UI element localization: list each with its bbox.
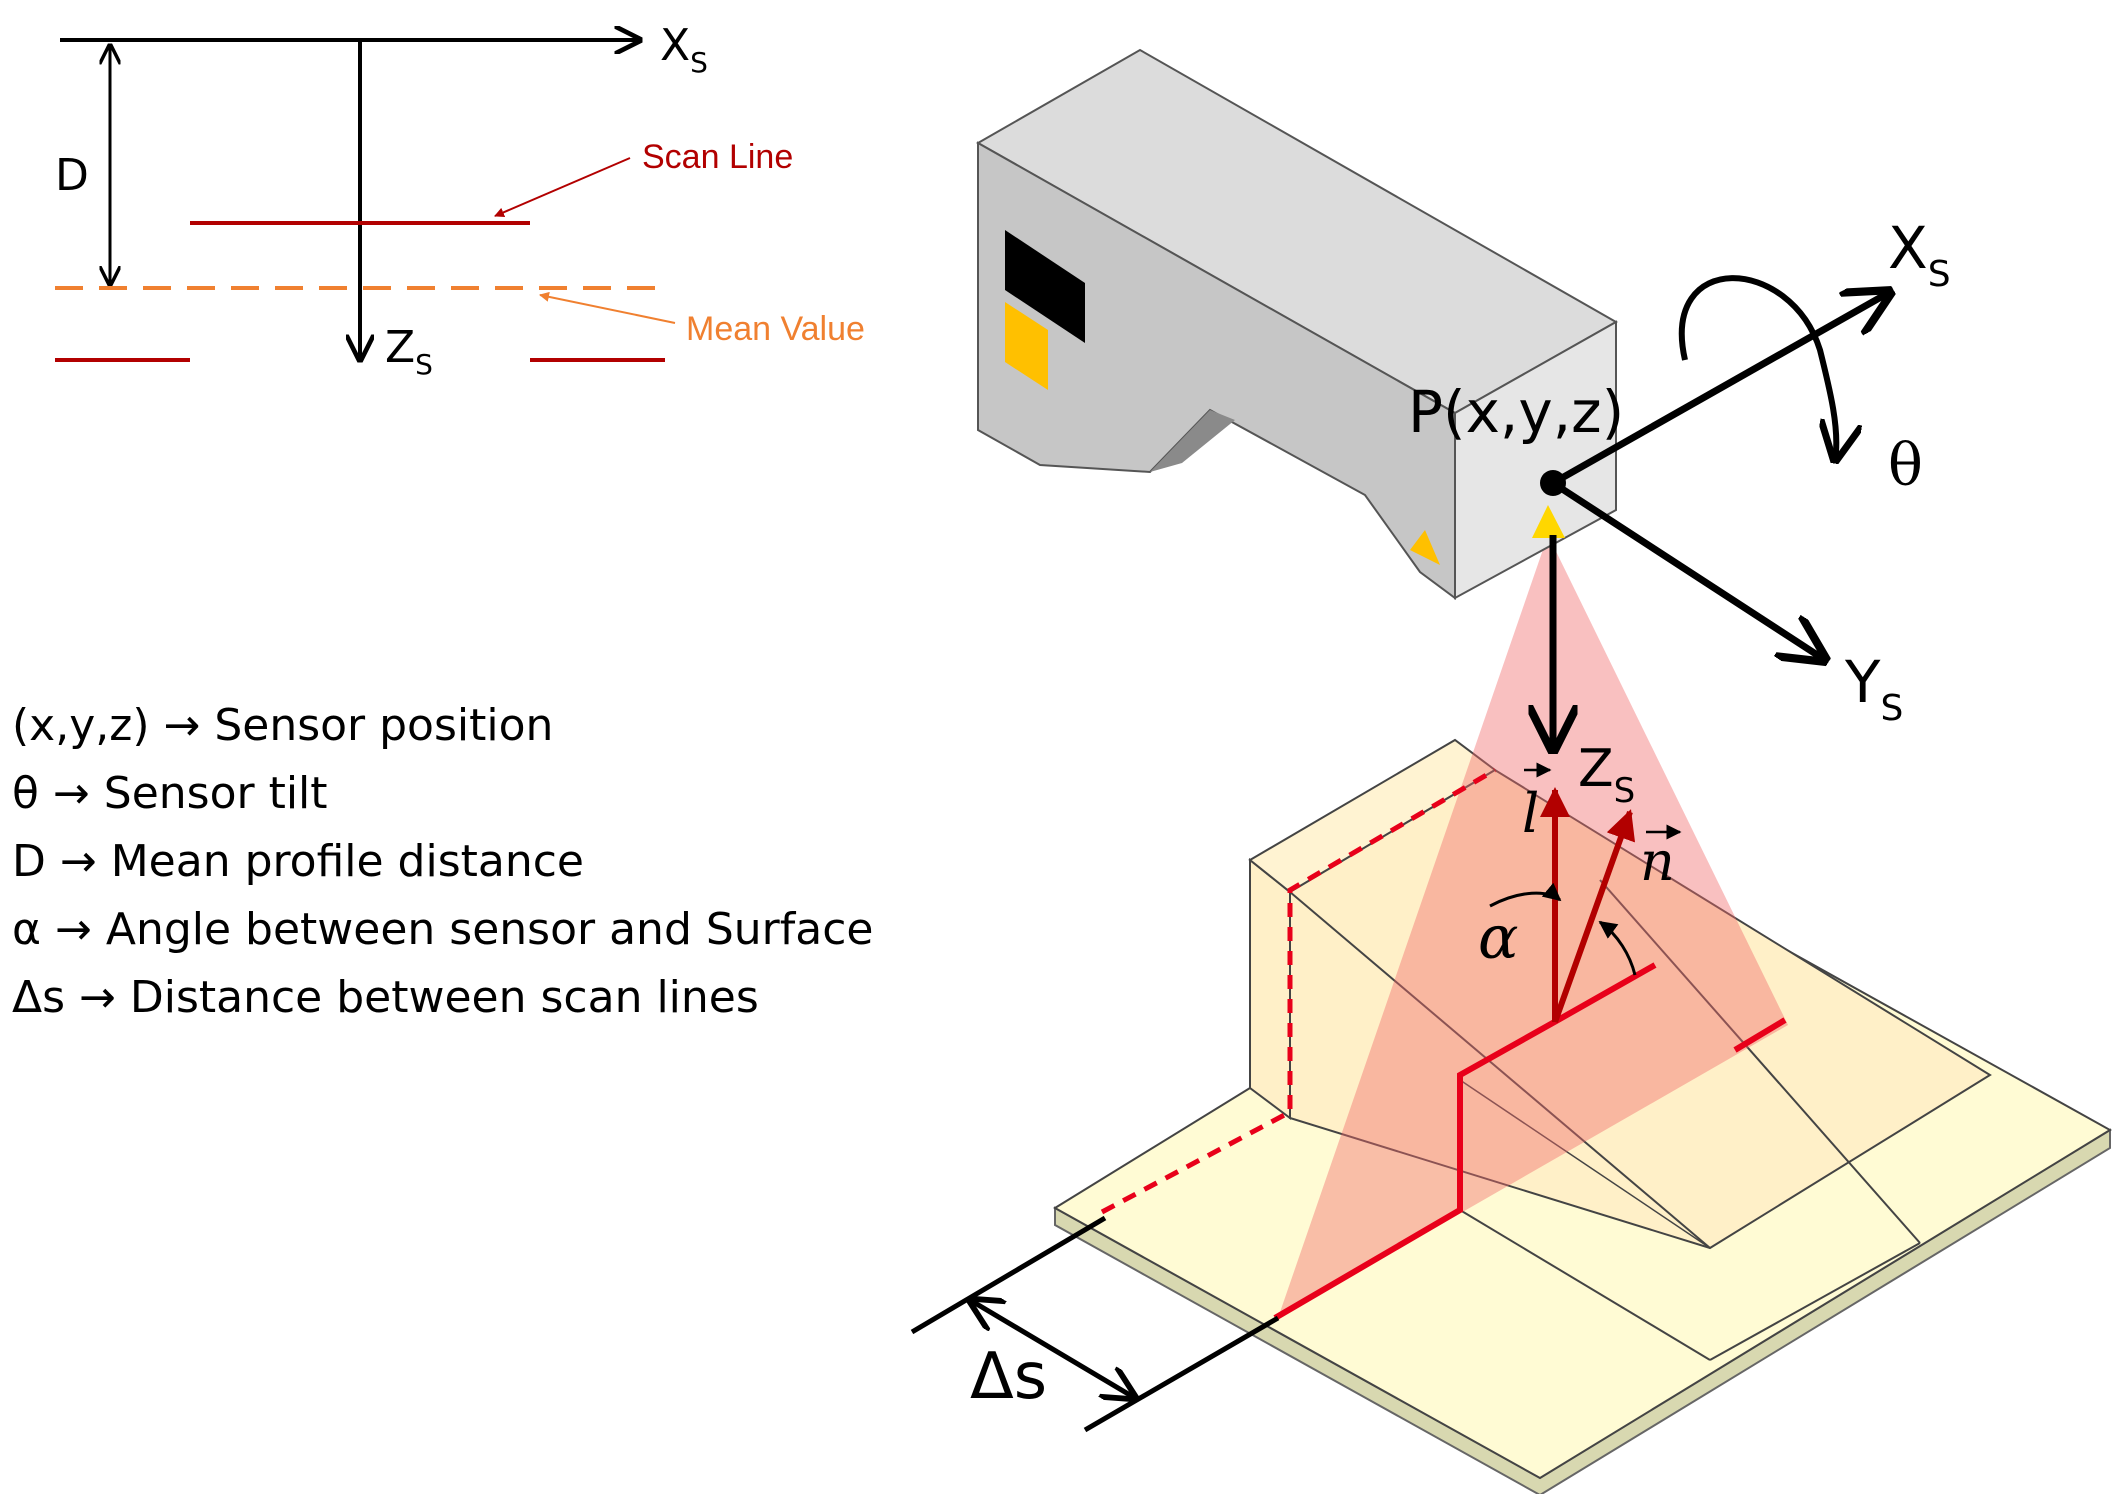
l-vector-label: l	[1522, 782, 1539, 845]
sensor-axes: P(x,y,z) XS YS ZS θ	[1408, 214, 1951, 811]
vectors: l n α	[1478, 762, 1682, 1024]
sensor-body	[975, 48, 1619, 600]
laser-profile	[1100, 767, 1787, 1321]
n-vector	[1552, 809, 1636, 1024]
n-vector-label: n	[1640, 830, 1675, 893]
inset-x-label: XS	[660, 20, 708, 79]
inset-mean-value-pointer	[539, 291, 676, 324]
inset-diagram: XS ZS D Scan Line Mean Value	[55, 20, 865, 381]
delta-s-dimension: Δs	[910, 1215, 1280, 1433]
alpha-label: α	[1478, 903, 1519, 973]
legend-item-sensor-tilt: θ → Sensor tilt	[12, 768, 328, 819]
sensor-emitter-yellow	[1410, 530, 1440, 565]
inset-mean-value-label: Mean Value	[686, 310, 865, 348]
legend-item-scan-distance: Δs → Distance between scan lines	[12, 972, 759, 1023]
alpha-arc-right	[1598, 920, 1637, 976]
sensor-x-axis	[1551, 292, 1890, 487]
delta-s-label: Δs	[970, 1340, 1047, 1414]
inset-d-label: D	[55, 150, 89, 201]
scan-line-2-extension	[1083, 1315, 1280, 1433]
sensor-y-axis	[1551, 480, 1825, 660]
sensor-window-black	[1005, 230, 1085, 343]
inset-scan-line-pointer	[494, 157, 631, 218]
inset-z-label: ZS	[385, 322, 433, 381]
legend-item-angle: α → Angle between sensor and Surface	[12, 904, 873, 955]
laser-fan	[1278, 535, 1788, 1318]
inset-scan-line-label: Scan Line	[642, 138, 793, 176]
legend-item-sensor-position: (x,y,z) → Sensor position	[12, 700, 553, 751]
legend-item-mean-profile-distance: D → Mean profile distance	[12, 836, 584, 887]
theta-rotation-arrow	[1678, 275, 1837, 460]
scan-line-1-extension	[910, 1215, 1107, 1335]
sensor-z-label: ZS	[1578, 739, 1635, 811]
point-label: P(x,y,z)	[1408, 378, 1624, 446]
sensor-window-yellow	[1005, 302, 1048, 390]
theta-label: θ	[1888, 431, 1923, 499]
delta-s-arrow	[970, 1300, 1135, 1398]
sensor-y-label: YS	[1844, 648, 1903, 729]
alpha-arc	[1489, 882, 1562, 908]
sensor-x-label: XS	[1888, 214, 1951, 295]
legend: (x,y,z) → Sensor position θ → Sensor til…	[12, 700, 873, 1023]
sensor-laser-aperture	[1532, 505, 1565, 538]
